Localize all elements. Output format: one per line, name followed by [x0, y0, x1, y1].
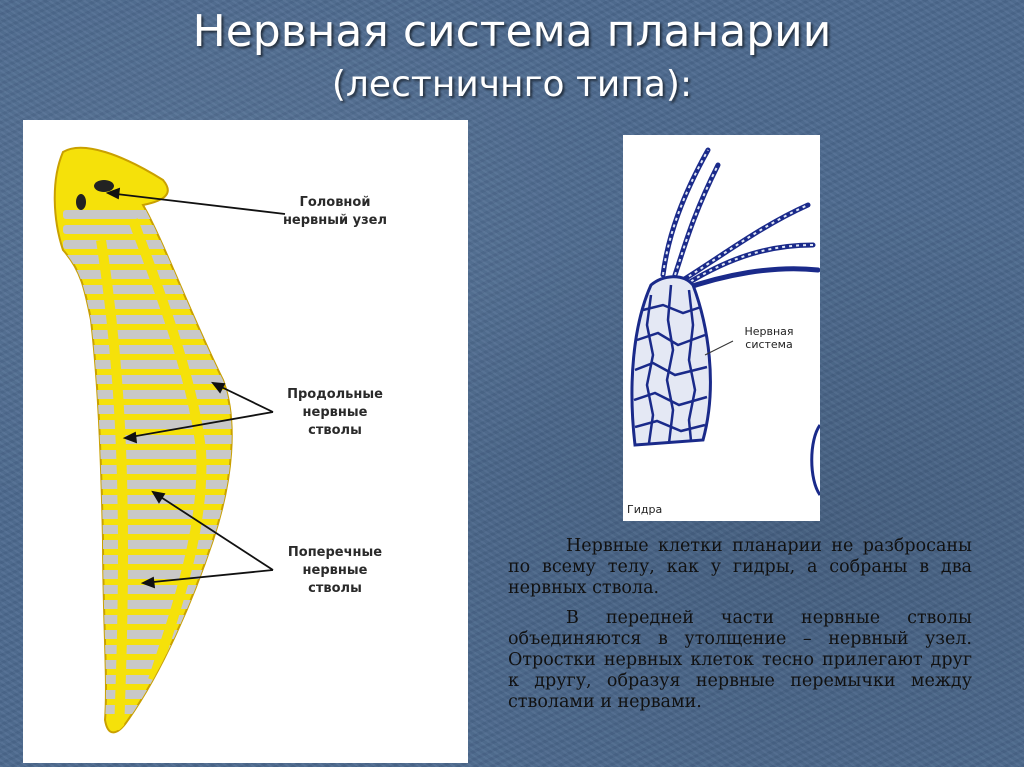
title-block: Нервная система планарии (лестничнго тип…	[0, 4, 1024, 108]
body-segment	[63, 300, 232, 309]
slide-title: Нервная система планарии	[192, 6, 832, 57]
eye-left	[94, 180, 114, 192]
planaria-figure: Головной нервный узел Продольные нервные…	[23, 120, 468, 763]
body-segment	[63, 405, 232, 414]
label-head-ganglion: Головной нервный узел	[282, 195, 388, 228]
body-segment	[63, 225, 232, 234]
label-longitudinal-trunks: Продольные нервные стволы	[287, 387, 383, 438]
paragraph-1: Нервные клетки планарии не разбросаны по…	[508, 536, 972, 598]
description-text: Нервные клетки планарии не разбросаны по…	[508, 536, 972, 713]
body-segment	[63, 510, 232, 519]
body-segment	[63, 435, 232, 444]
body-segment	[63, 630, 232, 639]
body-segment	[63, 360, 232, 369]
body-segment	[63, 210, 232, 219]
body-segment	[63, 465, 232, 474]
hydra-nerve-net	[633, 284, 708, 444]
label-hydra-caption: Гидра	[627, 503, 663, 516]
pointer-arrows	[105, 187, 286, 589]
hydra-illustration	[630, 147, 820, 496]
body-segment	[63, 555, 232, 564]
hydra-tentacles	[660, 147, 820, 293]
body-segment	[63, 645, 232, 654]
body-segment	[63, 495, 232, 504]
slide-subtitle: (лестничнго типа):	[331, 64, 693, 105]
planaria-illustration	[53, 146, 286, 734]
body-segment	[63, 705, 232, 714]
body-segment	[63, 240, 232, 249]
body-segment	[63, 615, 232, 624]
body-segment	[63, 540, 232, 549]
label-nervous-system: Нервная система	[744, 325, 794, 351]
body-segment	[63, 375, 232, 384]
body-segment	[63, 390, 232, 399]
body-segment	[63, 345, 232, 354]
body-segment	[63, 600, 232, 609]
hydra-figure: Нервная система Гидра	[623, 135, 820, 521]
label-transverse-trunks: Поперечные нервные стволы	[287, 545, 383, 596]
body-segment	[63, 330, 232, 339]
eye-right	[76, 194, 86, 210]
body-segment	[63, 690, 232, 699]
body-segment	[63, 450, 232, 459]
body-segment	[63, 480, 232, 489]
paragraph-2: В передней части нервные стволы объединя…	[508, 608, 972, 712]
